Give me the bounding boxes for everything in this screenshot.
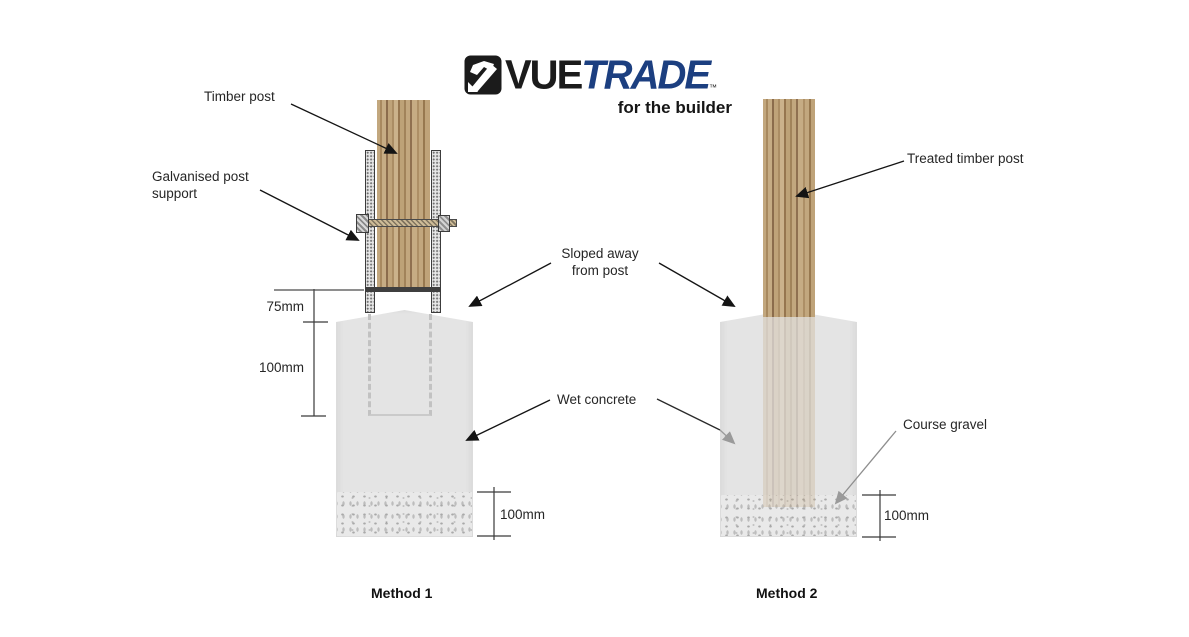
logo-vue-text: VUE (505, 52, 583, 98)
label-sloped-away: Sloped away from post (561, 246, 639, 278)
dim-100mm-m1-gravel: 100mm (500, 507, 546, 522)
label-wet-concrete: Wet concrete (557, 392, 637, 407)
caption-method2: Method 2 (756, 585, 818, 601)
vuetrade-logo: VUE TRADE ™ for the builder (464, 55, 734, 118)
label-timber-post: Timber post (204, 89, 275, 104)
dim-100mm-m2-gravel: 100mm (884, 508, 930, 523)
method1-support-seat (366, 287, 440, 292)
arrow-wet-concrete-right (656, 398, 721, 431)
arrow-wet-concrete-left (465, 399, 551, 441)
method2-timber-post (763, 99, 815, 317)
method1-timber-post (377, 100, 430, 288)
method1-gravel-layer (337, 492, 472, 536)
dim-75mm: 75mm (266, 299, 304, 314)
label-galvanised-support: Galvanised post support (152, 169, 249, 201)
arrow-sloped-left (468, 262, 552, 307)
method2-embedded-post-outline (763, 316, 815, 507)
logo-wordmark: VUE TRADE ™ (464, 55, 734, 95)
arrow-galvanised-support (259, 189, 360, 241)
caption-method1: Method 1 (371, 585, 433, 601)
label-course-gravel: Course gravel (903, 417, 988, 432)
method1-bolt-nut (438, 215, 450, 232)
logo-tagline: for the builder (617, 98, 732, 117)
dim-100mm-embedded: 100mm (258, 360, 304, 375)
hammer-icon (464, 55, 502, 95)
method1-embedded-support-outline (368, 314, 432, 416)
label-treated-timber-post: Treated timber post (907, 151, 1024, 166)
arrow-sloped-right (658, 262, 736, 307)
method2-gravel-layer (721, 495, 856, 536)
logo-trade-text: TRADE (581, 52, 711, 98)
logo-trademark: ™ (709, 83, 718, 92)
method1-bolt-head (356, 214, 369, 233)
